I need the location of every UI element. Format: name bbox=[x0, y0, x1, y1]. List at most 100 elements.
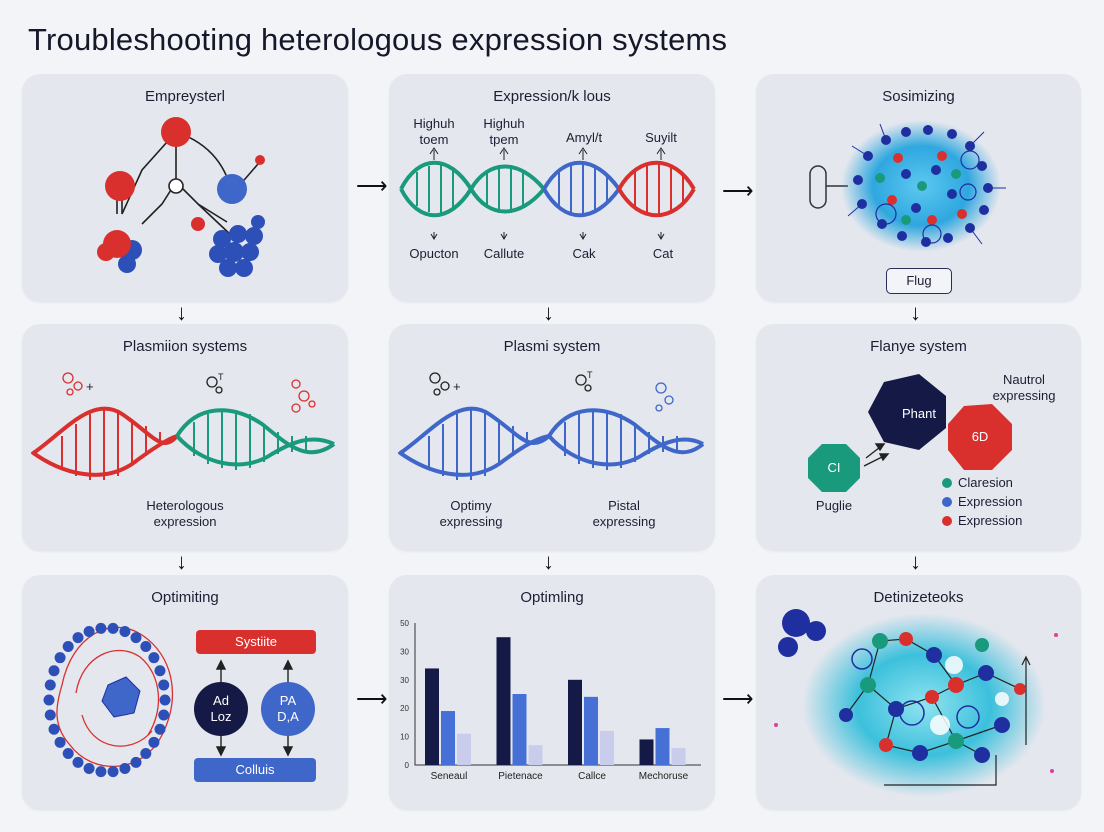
bead bbox=[54, 652, 66, 664]
panel-empreysterl: Empreysterl bbox=[22, 74, 348, 302]
bar bbox=[639, 739, 654, 765]
arrow-right-icon: ⟶ bbox=[722, 178, 754, 203]
bead bbox=[83, 762, 95, 774]
arrow-down-icon: ↓ bbox=[176, 549, 187, 574]
top-label-2: Highuh tpem bbox=[483, 116, 525, 147]
bead bbox=[158, 679, 170, 691]
svg-text:T: T bbox=[218, 372, 224, 382]
bead bbox=[159, 694, 171, 706]
legend-item-expression-blue: Expression bbox=[942, 494, 1022, 509]
node-ad-loz: Ad Loz bbox=[194, 682, 248, 736]
bead bbox=[107, 622, 119, 634]
bottom-label-1: Opucton bbox=[409, 246, 459, 261]
panel-sosimizing: Sosimizing bbox=[756, 74, 1081, 302]
legend-dot bbox=[942, 515, 952, 526]
node-6d: 6D bbox=[971, 429, 989, 444]
bead bbox=[62, 748, 74, 760]
bead bbox=[148, 736, 160, 748]
panel-title: Sosimizing bbox=[882, 88, 955, 105]
arrow-right-icon: ⟶ bbox=[356, 173, 388, 198]
bead bbox=[43, 694, 55, 706]
legend-dot bbox=[942, 477, 952, 488]
bar bbox=[584, 696, 598, 765]
bead bbox=[107, 766, 119, 778]
bead bbox=[140, 748, 152, 760]
svg-text:+: + bbox=[86, 379, 94, 394]
panel-plasmiion-systems: Plasmiion systems + T Heterologou bbox=[22, 324, 348, 551]
bead-ring bbox=[43, 622, 171, 778]
y-tick-label: 50 bbox=[400, 619, 409, 628]
arrow-down-icon: ↓ bbox=[910, 300, 921, 325]
bead bbox=[130, 756, 142, 768]
caption-left: Optimy expressing bbox=[439, 498, 503, 529]
bead bbox=[119, 762, 131, 774]
bead bbox=[119, 626, 131, 638]
panel-title: Detinizeteoks bbox=[873, 589, 964, 606]
bottom-label-3: Cak bbox=[572, 246, 596, 261]
bead bbox=[44, 709, 56, 721]
panel-title: Optimiting bbox=[151, 589, 219, 606]
bead bbox=[44, 679, 56, 691]
node-phant: Phant bbox=[902, 406, 936, 421]
panel-title: Optimling bbox=[520, 589, 584, 606]
bar bbox=[457, 733, 471, 765]
arrow-down-icon: ↓ bbox=[176, 300, 187, 325]
bead bbox=[154, 723, 166, 735]
panel-expression: Expression/k lous Highuh toem Highuh tpe… bbox=[389, 74, 715, 302]
top-label-1: Highuh toem bbox=[413, 116, 455, 147]
bead bbox=[154, 665, 166, 677]
flow-arrows bbox=[215, 659, 294, 757]
bead bbox=[54, 736, 66, 748]
panel-title: Empreysterl bbox=[144, 88, 226, 105]
label-puglie: Puglie bbox=[815, 498, 853, 513]
bead bbox=[48, 665, 60, 677]
bar bbox=[568, 679, 582, 765]
bar bbox=[671, 747, 686, 765]
bar bbox=[600, 730, 614, 765]
panel-plasmi-system: Plasmi system + T Optimy expressing Pist… bbox=[389, 324, 715, 551]
panel-optimiting: Optimiting Systiite Ad Loz PA D,A Collui… bbox=[22, 575, 348, 810]
bar bbox=[655, 728, 670, 765]
bead bbox=[158, 709, 170, 721]
bead bbox=[130, 632, 142, 644]
label-nautrol-expressing: Nautrol expressing bbox=[992, 372, 1056, 403]
dna-helix bbox=[399, 147, 696, 240]
cell-network-illustration bbox=[774, 609, 1058, 797]
node-pa-da: PA D,A bbox=[261, 682, 315, 736]
panel-detinizeteoks: Detinizeteoks bbox=[756, 575, 1081, 810]
bar bbox=[441, 711, 455, 765]
legend-item-claresion: Claresion bbox=[942, 475, 1013, 490]
bead bbox=[72, 756, 84, 768]
panel-flanye-system: Flanye system Phant 6D CI Puglie Nautrol… bbox=[756, 324, 1081, 551]
x-category-label: Pietenace bbox=[498, 771, 543, 782]
legend-item-expression-red: Expression bbox=[942, 513, 1022, 528]
panel-title: Plasmi system bbox=[503, 338, 601, 355]
top-label-3: Amyl/t bbox=[565, 130, 603, 145]
y-tick-label: 10 bbox=[400, 733, 409, 742]
bar bbox=[496, 637, 511, 765]
bottom-label-2: Callute bbox=[483, 246, 525, 261]
bead bbox=[95, 766, 107, 778]
y-tick-label: 30 bbox=[400, 647, 409, 656]
arrow-right-icon: ⟶ bbox=[356, 686, 388, 711]
arrow-down-icon: ↓ bbox=[543, 300, 554, 325]
x-category-label: Seneaul bbox=[431, 771, 468, 782]
systiite-pill: Systiite bbox=[196, 630, 316, 654]
bottom-label-4: Cat bbox=[652, 246, 674, 261]
bead bbox=[140, 640, 152, 652]
bead bbox=[72, 632, 84, 644]
y-tick-label: 20 bbox=[400, 704, 409, 713]
plasmid-helix: + T bbox=[30, 372, 336, 480]
arrow-down-icon: ↓ bbox=[543, 549, 554, 574]
bead bbox=[83, 626, 95, 638]
arrow-right-icon: ⟶ bbox=[722, 686, 754, 711]
arrow-down-icon: ↓ bbox=[910, 549, 921, 574]
svg-text:T: T bbox=[587, 370, 593, 380]
y-tick-label: 0 bbox=[405, 761, 410, 770]
panel-title: Expression/k lous bbox=[493, 88, 611, 105]
x-category-label: Callce bbox=[578, 771, 606, 782]
molecule-illustration bbox=[97, 117, 265, 277]
flug-button[interactable]: Flug bbox=[886, 268, 952, 294]
